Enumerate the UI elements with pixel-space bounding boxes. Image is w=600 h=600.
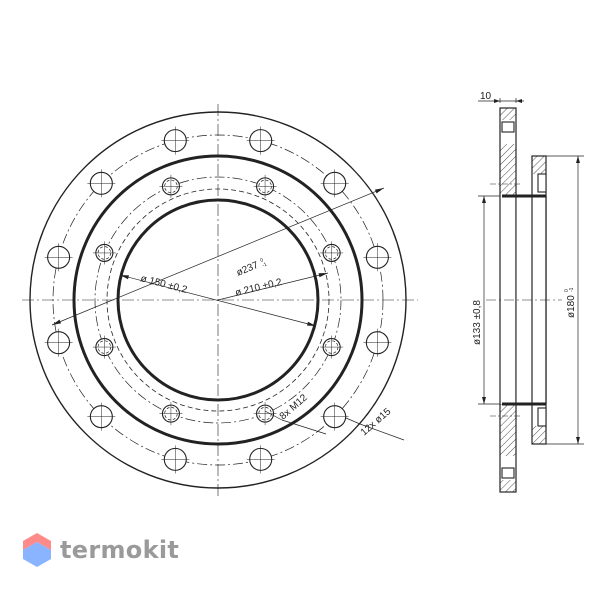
dim-outer-tol-upper: 0 — [259, 257, 264, 264]
through-hole — [363, 328, 392, 357]
dim-bolt-circle-inner: ø 210 ±0,2 — [234, 277, 283, 299]
through-hole — [246, 445, 275, 474]
logo: termokit — [22, 532, 179, 568]
dim-hub-tol-lower: -1 — [569, 287, 575, 292]
termokit-logo-icon — [23, 533, 51, 567]
dim-hub-tol-upper: 0 — [564, 289, 570, 292]
through-hole — [363, 243, 392, 272]
dim-hub: ø180 — [566, 295, 577, 318]
threaded-hole — [253, 174, 277, 198]
through-holes-12 — [44, 126, 392, 474]
side-dimension-lines — [478, 98, 584, 445]
bolt-circle-inner — [94, 176, 342, 424]
threaded-hole — [92, 241, 116, 265]
threaded-hole — [320, 241, 344, 265]
through-hole — [87, 402, 116, 431]
through-hole — [161, 445, 190, 474]
threaded-hole — [320, 335, 344, 359]
threaded-hole — [159, 174, 183, 198]
through-hole — [320, 402, 349, 431]
dim-outer-diameter: ø237 — [235, 260, 261, 279]
through-hole — [44, 243, 73, 272]
through-hole — [320, 169, 349, 198]
dimension-lines — [51, 187, 405, 441]
threaded-holes-8 — [92, 174, 344, 426]
through-hole — [246, 126, 275, 155]
side-view-labels: 10 ø133 ±0,8 ø180 0 -1 — [472, 91, 577, 345]
side-view — [486, 107, 562, 493]
logo-text: termokit — [60, 536, 180, 564]
dim-bore: ø133 ±0,8 — [472, 300, 483, 345]
dim-inner-diameter: ø 150 ±0,2 — [139, 273, 188, 296]
threaded-hole — [92, 335, 116, 359]
through-hole — [161, 126, 190, 155]
note-through-holes: 12x ø15 — [359, 406, 394, 438]
threaded-hole — [159, 402, 183, 426]
dim-outer-tol-lower: -1 — [261, 262, 268, 269]
through-hole — [87, 169, 116, 198]
front-view — [22, 104, 418, 498]
dim-thickness: 10 — [480, 91, 492, 102]
threaded-hole — [253, 402, 277, 426]
through-hole — [44, 328, 73, 357]
